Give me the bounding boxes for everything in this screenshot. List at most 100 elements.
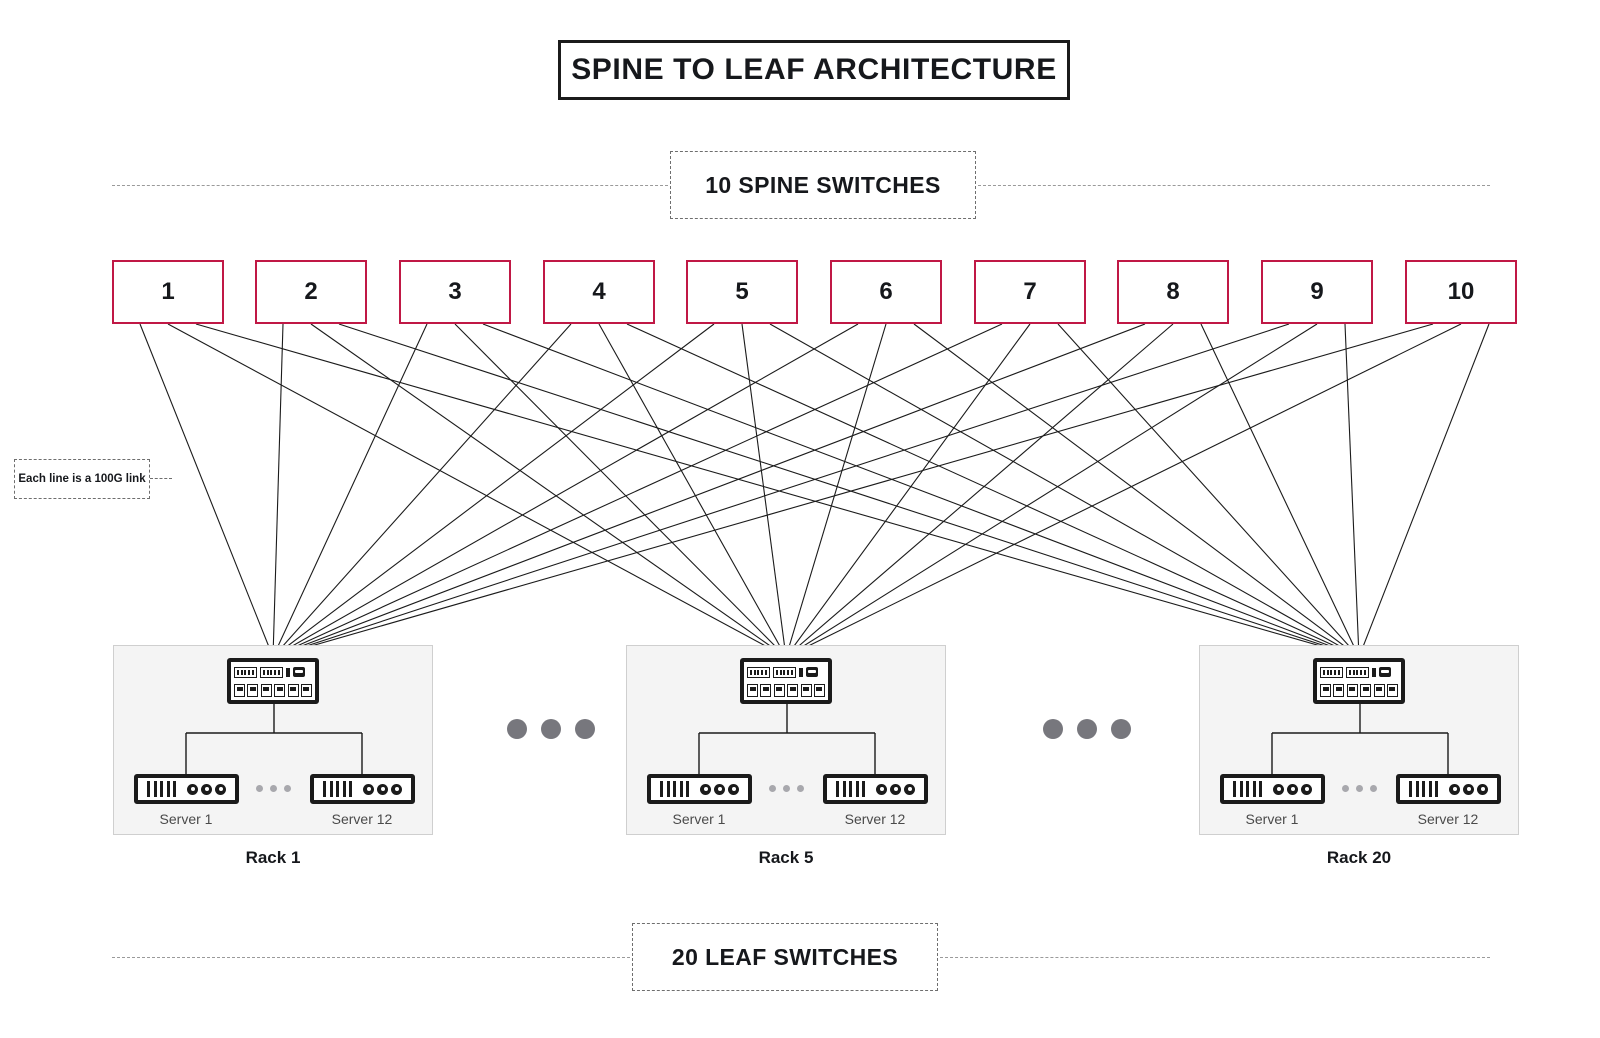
server-icon-first[interactable]	[647, 774, 752, 804]
server-label-last: Server 12	[331, 811, 393, 827]
spine-switch-2[interactable]: 2	[255, 260, 367, 324]
uplink-badge-icon	[1379, 667, 1391, 677]
rack-20[interactable]: Server 1 Server 12	[1199, 645, 1519, 835]
sfp-port-icon	[760, 683, 772, 697]
page-title: SPINE TO LEAF ARCHITECTURE	[571, 53, 1057, 86]
sfp-port-icon	[234, 683, 245, 697]
sfp-port-icon	[747, 683, 758, 697]
rack-ellipsis-right	[1043, 719, 1131, 739]
server-vents-icon	[323, 781, 352, 797]
status-led-icon	[799, 667, 803, 677]
server-icon-first[interactable]	[1220, 774, 1325, 804]
rack-label-5: Rack 5	[758, 848, 814, 867]
spine-switch-5[interactable]: 5	[686, 260, 798, 324]
leaf-switch-top-row	[234, 665, 312, 679]
rack-5[interactable]: Server 1 Server 12	[626, 645, 946, 835]
spine-leaf-link	[769, 323, 1360, 658]
link-note-label: Each line is a 100G link	[18, 473, 146, 485]
server-label-first: Server 1	[672, 811, 726, 827]
leaf-switch-bottom-row	[1320, 682, 1398, 698]
spine-leaf-link	[785, 323, 887, 658]
leaf-switch-icon[interactable]	[1313, 658, 1405, 704]
spine-switch-label: 8	[1166, 278, 1180, 305]
spine-leaf-link	[272, 323, 1146, 658]
spine-switch-3[interactable]: 3	[399, 260, 511, 324]
port-block-icon	[234, 666, 257, 678]
server-drives-icon	[1273, 783, 1312, 795]
spine-switch-label: 3	[448, 278, 462, 305]
spine-leaf-link	[272, 323, 1003, 658]
spine-switch-label: 10	[1447, 278, 1475, 305]
spine-leaf-link	[338, 323, 1360, 658]
sfp-port-icon	[1320, 683, 1331, 697]
server-icon-first[interactable]	[134, 774, 239, 804]
server-label-first: Server 1	[159, 811, 213, 827]
sfp-port-icon	[813, 683, 825, 697]
spine-switch-9[interactable]: 9	[1261, 260, 1373, 324]
sfp-port-icon	[260, 683, 272, 697]
spine-leaf-link	[482, 323, 1360, 658]
spine-leaf-link	[785, 323, 1462, 658]
leaf-switch-top-row	[1320, 665, 1398, 679]
spine-switch-8[interactable]: 8	[1117, 260, 1229, 324]
sfp-port-icon	[287, 683, 299, 697]
spine-switch-6[interactable]: 6	[830, 260, 942, 324]
leaf-switch-top-row	[747, 665, 825, 679]
link-note-leader	[150, 478, 172, 479]
sfp-port-icon	[274, 683, 286, 697]
leaf-switch-bottom-row	[234, 682, 312, 698]
server-vents-icon	[836, 781, 865, 797]
server-ellipsis	[769, 785, 804, 792]
uplink-badge-icon	[293, 667, 305, 677]
spine-switch-7[interactable]: 7	[974, 260, 1086, 324]
sfp-port-icon	[773, 683, 785, 697]
uplink-badge-icon	[806, 667, 818, 677]
spine-leaf-link	[272, 323, 428, 658]
port-block-icon	[773, 666, 796, 678]
sfp-port-icon	[300, 683, 312, 697]
port-block-icon	[260, 666, 283, 678]
sfp-port-icon	[1386, 683, 1398, 697]
server-icon-last[interactable]	[1396, 774, 1501, 804]
server-vents-icon	[1409, 781, 1438, 797]
rack-ellipsis-left	[507, 719, 595, 739]
spine-leaf-link	[272, 323, 284, 658]
rack-internal-wiring	[698, 704, 876, 776]
spine-band-line-right	[978, 185, 1490, 186]
status-led-icon	[286, 667, 290, 677]
server-vents-icon	[147, 781, 176, 797]
port-block-icon	[1320, 666, 1343, 678]
spine-leaf-link	[785, 323, 1174, 658]
rack-1[interactable]: Server 1 Server 12	[113, 645, 433, 835]
leaf-switch-icon[interactable]	[227, 658, 319, 704]
port-block-icon	[1346, 666, 1369, 678]
leaf-band-label: 20 LEAF SWITCHES	[671, 943, 899, 970]
spine-leaf-link	[272, 323, 859, 658]
server-ellipsis	[1342, 785, 1377, 792]
spine-switch-4[interactable]: 4	[543, 260, 655, 324]
spine-leaf-link	[310, 323, 787, 658]
spine-switch-10[interactable]: 10	[1405, 260, 1517, 324]
server-label-last: Server 12	[844, 811, 906, 827]
spine-leaf-link	[454, 323, 787, 658]
spine-switch-1[interactable]: 1	[112, 260, 224, 324]
server-drives-icon	[187, 783, 226, 795]
sfp-port-icon	[1373, 683, 1385, 697]
spine-leaf-link	[785, 323, 1031, 658]
rack-label-20: Rack 20	[1326, 848, 1392, 867]
server-label-first: Server 1	[1245, 811, 1299, 827]
spine-leaf-link	[272, 323, 1290, 658]
spine-leaf-link	[167, 323, 787, 658]
leaf-switch-icon[interactable]	[740, 658, 832, 704]
port-block-icon	[747, 666, 770, 678]
server-icon-last[interactable]	[823, 774, 928, 804]
rack-label-1: Rack 1	[245, 848, 301, 867]
sfp-port-icon	[1360, 683, 1372, 697]
status-led-icon	[1372, 667, 1376, 677]
server-icon-last[interactable]	[310, 774, 415, 804]
server-ellipsis	[256, 785, 291, 792]
spine-switch-label: 7	[1023, 278, 1037, 305]
spine-leaf-link	[1358, 323, 1490, 658]
spine-band-label: 10 SPINE SWITCHES	[705, 171, 941, 198]
